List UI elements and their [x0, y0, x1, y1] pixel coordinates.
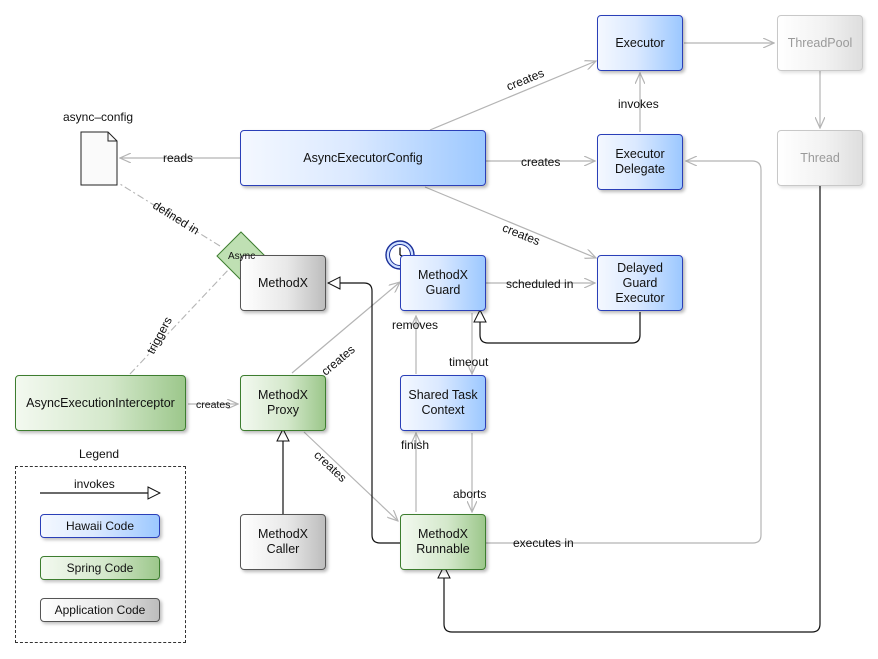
- label-aborts: aborts: [453, 487, 487, 501]
- shared-task-context-node[interactable]: Shared Task Context: [400, 375, 486, 431]
- edge-config-executor: [429, 61, 596, 131]
- label-finish: finish: [401, 438, 430, 452]
- label-creates-delegate: creates: [521, 155, 561, 169]
- document-icon: [80, 131, 118, 186]
- legend-box: [15, 466, 186, 643]
- edge-runnable-methodx: [328, 283, 400, 544]
- edge-thread-runnable: [444, 186, 821, 633]
- edge-proxy-guard: [291, 282, 400, 374]
- label-removes: removes: [392, 318, 439, 332]
- methodx-caller-node[interactable]: MethodX Caller: [240, 514, 326, 570]
- label-scheduled-in: scheduled in: [506, 277, 574, 291]
- async-execution-interceptor-node[interactable]: AsyncExecutionInterceptor: [15, 375, 186, 431]
- label-invokes: invokes: [618, 97, 659, 111]
- async-badge-label: Async: [228, 251, 256, 262]
- methodx-proxy-node[interactable]: MethodX Proxy: [240, 375, 326, 431]
- thread-node[interactable]: Thread: [777, 130, 863, 186]
- executor-delegate-node[interactable]: Executor Delegate: [597, 134, 683, 190]
- delayed-guard-executor-node[interactable]: Delayed Guard Executor: [597, 255, 683, 311]
- edge-delayed-guard: [480, 310, 641, 344]
- edge-interceptor-async: [129, 267, 231, 375]
- label-creates-proxy: creates: [196, 399, 231, 411]
- legend-spring-code: Spring Code: [40, 556, 160, 580]
- label-executes-in: executes in: [513, 536, 574, 550]
- methodx-guard-node[interactable]: MethodX Guard: [400, 255, 486, 311]
- methodx-node[interactable]: MethodX: [240, 255, 326, 311]
- label-timeout: timeout: [449, 355, 489, 369]
- legend-invokes-label: invokes: [74, 477, 115, 491]
- executor-node[interactable]: Executor: [597, 15, 683, 71]
- threadpool-node[interactable]: ThreadPool: [777, 15, 863, 71]
- edge-config-delayed: [424, 186, 596, 258]
- legend-application-code: Application Code: [40, 598, 160, 622]
- edge-proxy-runnable: [303, 431, 398, 521]
- edge-async-file: [119, 183, 221, 247]
- async-config-label: async–config: [63, 110, 134, 124]
- methodx-runnable-node[interactable]: MethodX Runnable: [400, 514, 486, 570]
- legend-hawaii-code: Hawaii Code: [40, 514, 160, 538]
- label-reads: reads: [163, 151, 194, 165]
- edge-runnable-delegate: [486, 161, 762, 544]
- async-executor-config-node[interactable]: AsyncExecutorConfig: [240, 130, 486, 186]
- legend-title: Legend: [79, 447, 120, 461]
